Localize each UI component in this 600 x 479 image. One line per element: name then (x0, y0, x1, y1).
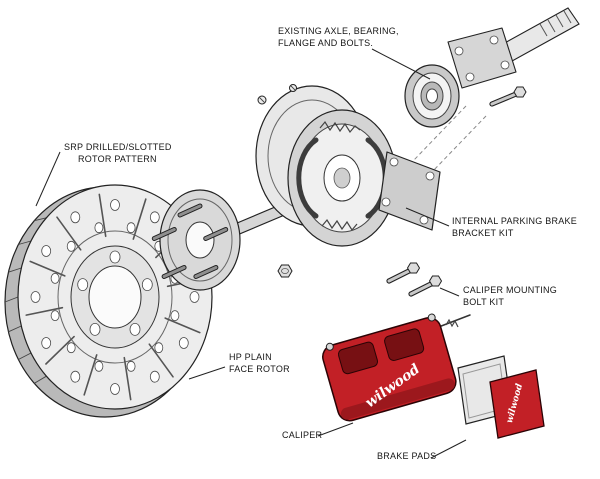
caliper-lower-band (340, 378, 455, 420)
label-srp-rotor-line1: SRP DRILLED/SLOTTED (64, 142, 172, 152)
label-caliper: CALIPER (282, 430, 323, 440)
parking-brake-assembly (255, 84, 441, 247)
leader-srp-rotor (35, 151, 61, 207)
leader-hp-rotor (188, 366, 226, 380)
leader-existing-axle (371, 48, 431, 80)
caliper: wilwood (322, 313, 457, 422)
label-hp-rotor-line2: FACE ROTOR (229, 364, 290, 374)
brake-pads: wilwood (457, 355, 545, 439)
return-spring-top (319, 120, 361, 134)
leader-brake-pads (430, 439, 467, 459)
labels: EXISTING AXLE, BEARING, FLANGE AND BOLTS… (64, 26, 577, 461)
axle-bearing (404, 64, 460, 128)
return-spring-bottom (321, 218, 358, 232)
label-parking-brake-line1: INTERNAL PARKING BRAKE (452, 216, 577, 226)
wheel-studs (151, 203, 229, 279)
leader-caliper-bolts (439, 287, 460, 297)
backing-plate-screws (257, 84, 297, 105)
label-hp-rotor-line1: HP PLAIN (229, 352, 272, 362)
label-brake-pads: BRAKE PADS (377, 451, 436, 461)
axle-nut (277, 264, 293, 278)
pad-retainer-pin (435, 314, 471, 329)
bleed-screw (427, 313, 436, 322)
caliper-bridge-window (384, 328, 425, 361)
alignment-dash-line (431, 115, 487, 173)
brake-shoe-left (296, 137, 319, 219)
label-caliper-bolts-line2: BOLT KIT (463, 297, 504, 307)
leader-lines (35, 48, 467, 459)
existing-axle-assembly (404, 7, 580, 128)
label-existing-axle-line2: FLANGE AND BOLTS. (278, 38, 373, 48)
bleed-screw (325, 342, 334, 351)
label-existing-axle-line1: EXISTING AXLE, BEARING, (278, 26, 399, 36)
flange-bolt (489, 86, 527, 107)
leader-parking-brake (405, 207, 450, 227)
label-parking-brake-line2: BRACKET KIT (452, 228, 514, 238)
hub-flange (151, 189, 241, 291)
brake-pad-front (489, 369, 545, 439)
caliper-bridge-window (337, 341, 379, 375)
leader-caliper (317, 422, 354, 437)
caliper-mounting-bolts (386, 262, 443, 297)
rotor (4, 184, 213, 418)
label-srp-rotor-line2: ROTOR PATTERN (78, 154, 157, 164)
alignment-dash-line (413, 105, 467, 161)
label-caliper-bolts-line1: CALIPER MOUNTING (463, 285, 557, 295)
